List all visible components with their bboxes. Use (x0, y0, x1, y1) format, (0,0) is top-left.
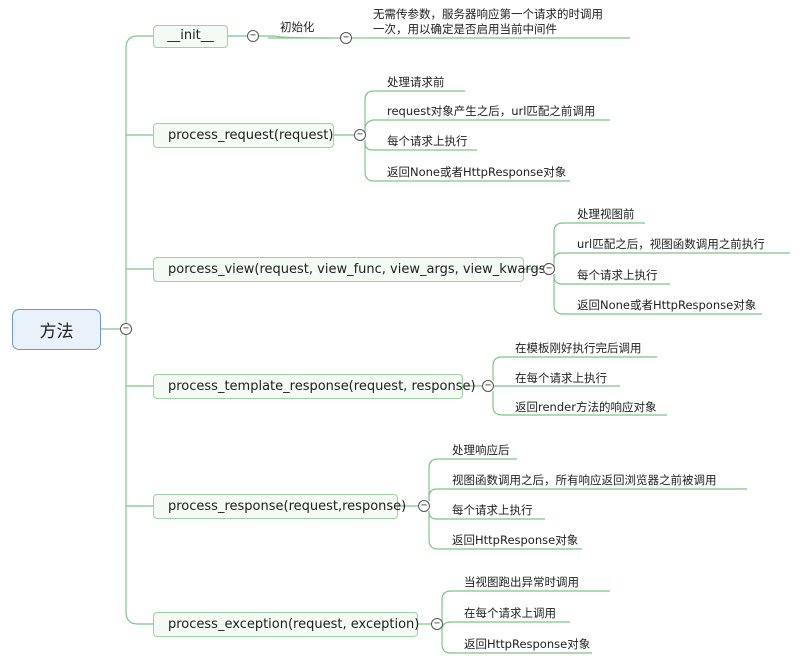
root-node[interactable]: 方法 (12, 309, 101, 350)
method-label: __init__ (167, 28, 214, 43)
method-label: process_template_response(request, respo… (168, 379, 476, 394)
note-template-response-2: 在每个请求上执行 (515, 371, 607, 385)
note-process-request-4: 返回None或者HttpResponse对象 (387, 165, 567, 179)
collapse-toggle-icon[interactable]: − (354, 129, 366, 141)
note-process-exception-3: 返回HttpResponse对象 (464, 637, 591, 651)
init-summary-label: 初始化 (280, 20, 315, 34)
method-label: process_response(request,response) (168, 499, 407, 514)
note-template-response-3: 返回render方法的响应对象 (515, 400, 657, 414)
collapse-toggle-icon[interactable]: − (120, 323, 132, 335)
method-label: process_exception(request, exception) (168, 617, 420, 632)
root-label: 方法 (39, 322, 74, 342)
note-process-request-1: 处理请求前 (387, 75, 445, 89)
collapse-toggle-icon[interactable]: − (431, 618, 443, 630)
method-node-process-view[interactable]: porcess_view(request, view_func, view_ar… (153, 257, 551, 282)
note-process-exception-1: 当视图跑出异常时调用 (464, 575, 579, 589)
note-process-view-3: 每个请求上执行 (577, 268, 658, 282)
method-node-process-exception[interactable]: process_exception(request, exception) (153, 612, 420, 637)
note-process-request-2: request对象产生之后，url匹配之前调用 (387, 104, 596, 118)
note-process-request-3: 每个请求上执行 (387, 134, 468, 148)
note-process-view-2: url匹配之后，视图函数调用之前执行 (577, 237, 765, 251)
collapse-toggle-icon[interactable]: − (543, 263, 555, 275)
note-process-response-4: 返回HttpResponse对象 (452, 533, 579, 547)
note-process-view-1: 处理视图前 (577, 207, 635, 221)
init-note-line-2: 一次，用以确定是否启用当前中间件 (373, 22, 557, 36)
method-node-process-request[interactable]: process_request(request) (153, 123, 334, 148)
note-process-response-1: 处理响应后 (452, 443, 510, 457)
method-node-process-response[interactable]: process_response(request,response) (153, 494, 406, 519)
collapse-toggle-icon[interactable]: − (418, 500, 430, 512)
method-node-init[interactable]: __init__ (153, 25, 228, 48)
method-label: process_request(request) (168, 128, 334, 143)
method-node-process-template-response[interactable]: process_template_response(request, respo… (153, 374, 476, 399)
collapse-toggle-icon[interactable]: − (482, 380, 494, 392)
note-process-response-3: 每个请求上执行 (452, 503, 533, 517)
note-template-response-1: 在模板刚好执行完后调用 (515, 341, 642, 355)
method-label: porcess_view(request, view_func, view_ar… (168, 262, 551, 277)
note-process-response-2: 视图函数调用之后，所有响应返回浏览器之前被调用 (452, 473, 717, 487)
init-note-line-1: 无需传参数，服务器响应第一个请求的时调用 (373, 7, 603, 21)
collapse-toggle-icon[interactable]: − (247, 30, 259, 42)
note-process-exception-2: 在每个请求上调用 (464, 606, 556, 620)
collapse-toggle-icon[interactable]: − (340, 32, 352, 44)
note-process-view-4: 返回None或者HttpResponse对象 (577, 298, 757, 312)
